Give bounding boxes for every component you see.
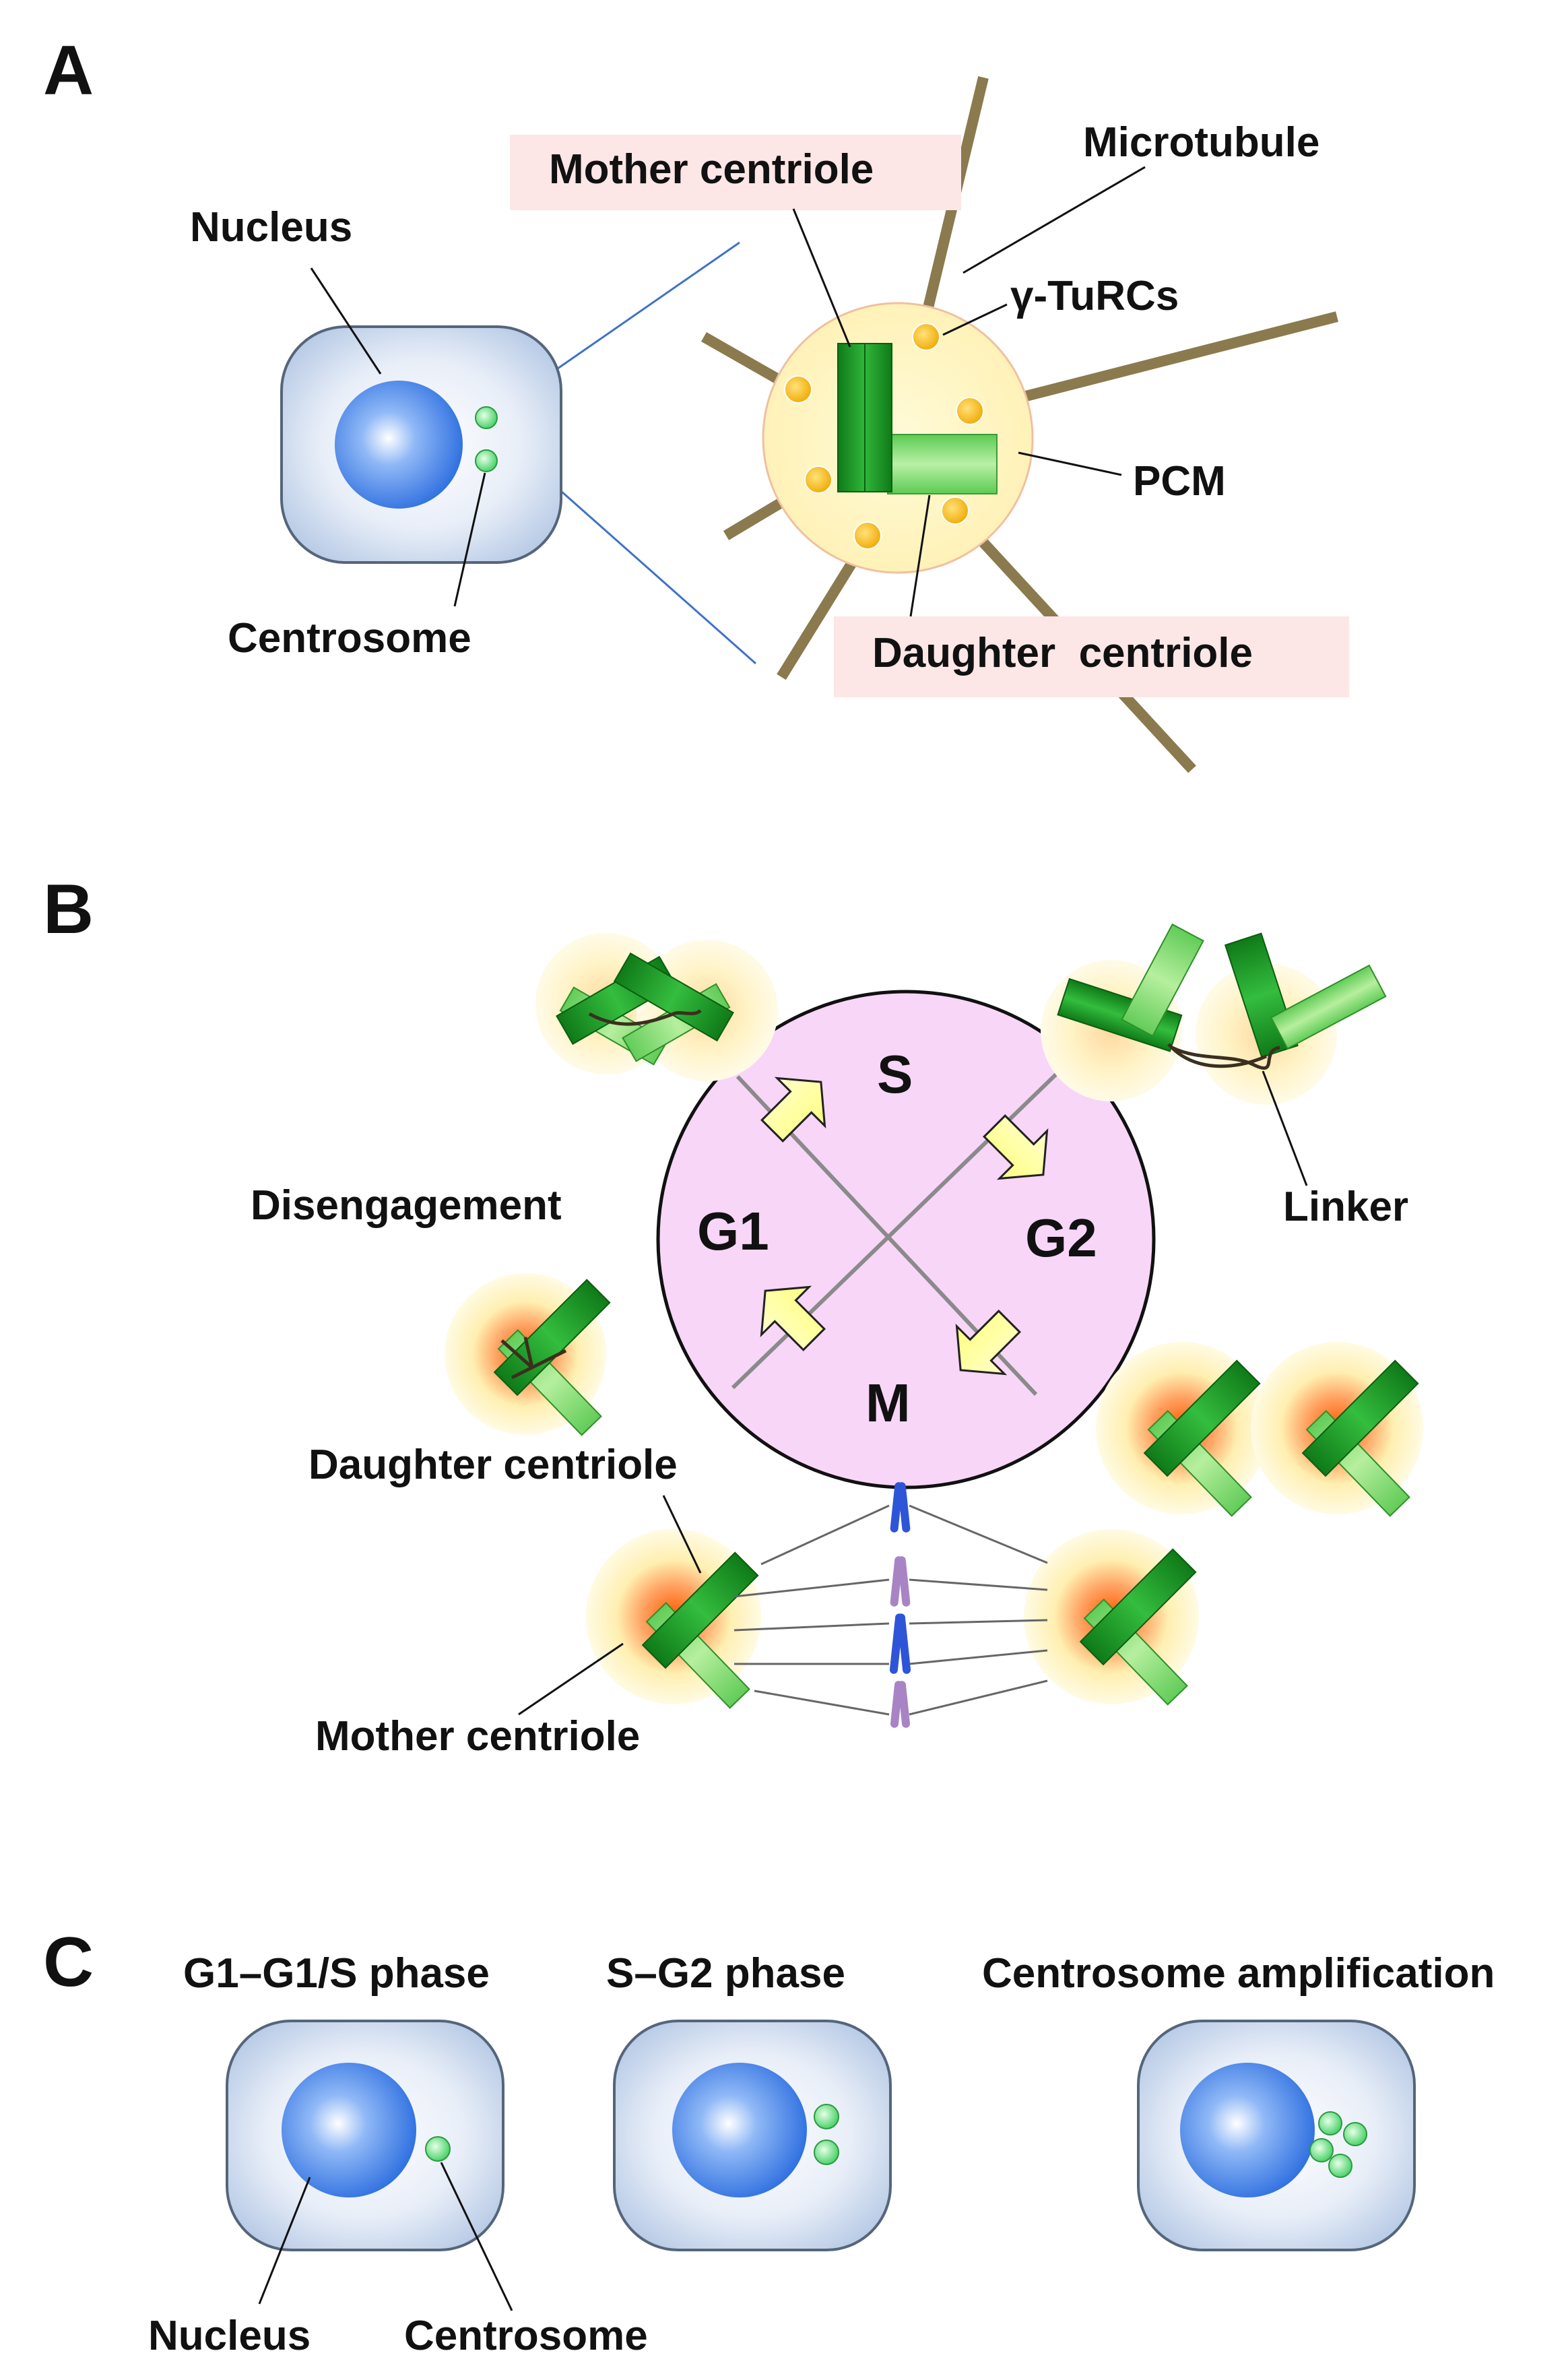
centrosome-amplification: [1309, 2138, 1334, 2162]
phase-s: S: [877, 1044, 913, 1104]
microtubule: [972, 311, 1338, 415]
daughter-centriole-a: [887, 434, 998, 494]
panel-a-letter: A: [43, 32, 94, 110]
centrosome-amplification: [1318, 2111, 1342, 2135]
label-daughter-centriole-b: Daughter centriole: [308, 1442, 678, 1488]
centriole-pair-m-right-2: [1251, 1342, 1423, 1517]
label-centrosome-c: Centrosome: [404, 2313, 648, 2359]
spindle-fibers: [733, 1504, 1048, 1716]
centrosome-g1: [425, 2136, 451, 2162]
gamma-turc: [956, 397, 984, 425]
label-pcm: PCM: [1133, 458, 1226, 505]
leader-daughter-centriole-b: [662, 1495, 702, 1574]
leader-centrosome: [453, 472, 486, 607]
centriole-pair-disengagement: [445, 1273, 611, 1436]
gamma-turc: [804, 465, 833, 494]
leader-centrosome-c: [440, 2162, 513, 2311]
nucleus: [335, 381, 463, 509]
phase-g1: G1: [697, 1201, 769, 1261]
label-disengagement: Disengagement: [251, 1182, 562, 1229]
label-gamma-turcs: γ-TuRCs: [1010, 273, 1179, 319]
leader-microtubule: [963, 166, 1146, 274]
leader-pcm: [1018, 451, 1122, 476]
cell-title-amplification: Centrosome amplification: [982, 1950, 1495, 1997]
centriole-pair-g2-linked: [1041, 923, 1387, 1105]
label-mother-centriole-b: Mother centriole: [315, 1713, 640, 1760]
leader-nucleus: [310, 267, 382, 375]
centriole-pair-s-left: [535, 933, 778, 1081]
label-centrosome: Centrosome: [228, 615, 471, 662]
centrosome-s-g2: [814, 2104, 839, 2129]
label-daughter-centriole-a: Daughter centriole: [872, 630, 1253, 676]
centrosome-s-g2: [814, 2140, 839, 2165]
phase-g2: G2: [1025, 1208, 1097, 1268]
gamma-turc: [784, 375, 812, 404]
leader-mother-centriole-b: [518, 1642, 624, 1716]
label-microtubule: Microtubule: [1083, 119, 1319, 166]
nucleus-amplification: [1180, 2063, 1315, 2197]
centrosome-dot: [475, 406, 498, 429]
cell-title-s-g2: S–G2 phase: [606, 1950, 845, 1997]
panel-b-letter: B: [43, 870, 94, 948]
label-nucleus-c: Nucleus: [148, 2313, 311, 2359]
spindle-pole-left: [586, 1529, 761, 1709]
label-nucleus: Nucleus: [190, 204, 352, 251]
gamma-turc: [941, 496, 969, 525]
phase-m: M: [866, 1373, 911, 1433]
label-bg-mother-centriole: [510, 135, 961, 210]
spindle-pole-right: [1024, 1529, 1199, 1706]
panel-c-letter: C: [43, 1923, 94, 2001]
leader-linker: [1262, 1070, 1308, 1186]
label-mother-centriole: Mother centriole: [549, 146, 874, 193]
label-linker: Linker: [1283, 1184, 1408, 1230]
leader-daughter-centriole-a: [909, 494, 931, 617]
leader-nucleus-c: [258, 2177, 311, 2305]
label-bg-daughter-centriole: [834, 616, 1349, 697]
leader-mother-centriole: [792, 208, 851, 348]
leader-gamma-turcs: [942, 303, 1008, 336]
centrosome-dot: [475, 449, 498, 472]
chromosomes: [889, 1482, 911, 1728]
centrosome-amplification: [1328, 2154, 1352, 2178]
gamma-turc: [853, 521, 882, 550]
centriole-pair-m-right-1: [1096, 1342, 1268, 1517]
gamma-turc: [912, 323, 940, 351]
cell-title-g1: G1–G1/S phase: [183, 1950, 490, 1997]
nucleus-g1: [282, 2063, 416, 2197]
centrosome-amplification: [1343, 2122, 1367, 2146]
nucleus-s-g2: [672, 2063, 807, 2197]
